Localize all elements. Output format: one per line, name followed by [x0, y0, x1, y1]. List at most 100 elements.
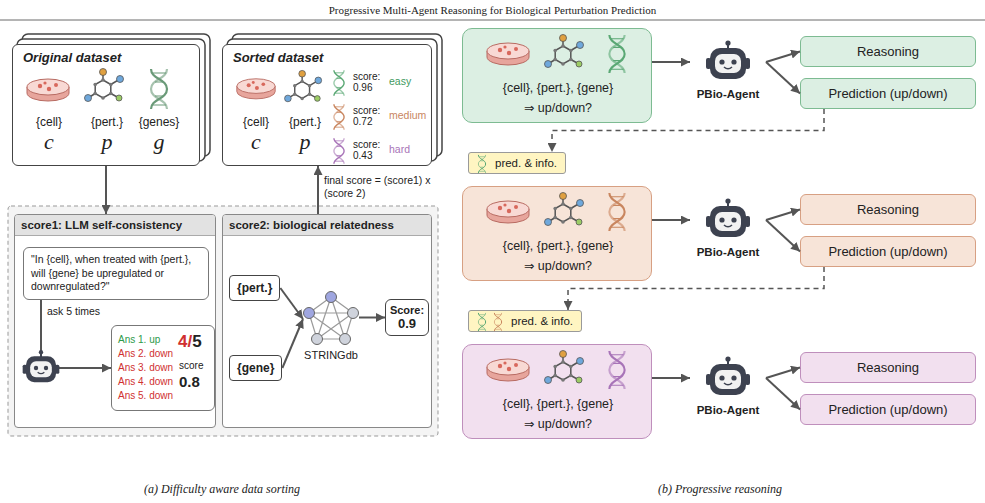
cell-dish-icon	[487, 201, 529, 223]
molecule-icon	[545, 193, 584, 226]
scoring-region	[8, 206, 438, 436]
text-slot: Prediction (up/down)	[809, 244, 967, 259]
cell-dish-icon	[485, 195, 531, 225]
query-text: {cell}, {pert.}, {gene}	[498, 397, 618, 411]
dna-icon	[475, 312, 489, 332]
answers-box: Ans 1. upAns 2. downAns 3. downAns 4. do…	[111, 325, 215, 411]
molecule-icon	[543, 349, 589, 389]
agent-figure: PBio-Agent	[690, 40, 766, 106]
math-symbol: p	[245, 131, 365, 153]
text-slot: score: 0.96	[353, 71, 387, 93]
agent-label: PBio-Agent	[668, 88, 788, 100]
title-slot: Progressive Multi-Agent Reasoning for Bi…	[0, 4, 985, 16]
text-slot: ⇒ up/down?	[498, 416, 618, 431]
text-slot: {cell}, {pert.}, {gene}	[498, 81, 618, 95]
agent-robot-icon	[706, 356, 750, 395]
dna-icon	[331, 103, 347, 131]
text-slot: score: 0.72	[353, 105, 387, 127]
text-slot: Ans 2. down	[118, 348, 173, 359]
text-slot: {gene}	[237, 361, 274, 375]
dna-icon	[491, 312, 505, 332]
output-label: Prediction (up/down)	[809, 402, 967, 417]
dna-icon	[147, 67, 171, 111]
card-title: Sorted dataset	[233, 50, 323, 65]
score-value: score: 0.96	[353, 71, 387, 93]
output-label: Reasoning	[809, 360, 967, 375]
text-slot: hard	[389, 143, 410, 155]
text-slot: {genes}	[99, 115, 219, 129]
text-slot: Reasoning	[809, 44, 967, 59]
math-symbol: p	[47, 131, 167, 153]
query-text: ⇒ up/down?	[498, 416, 618, 431]
cell-dish-icon	[235, 73, 277, 101]
score-value: score: 0.43	[353, 139, 387, 161]
dna-icon	[609, 35, 624, 73]
agent-robot-icon	[704, 198, 752, 242]
text-slot: PBio-Agent	[668, 246, 788, 258]
flow-arrow	[766, 378, 800, 410]
flow-arrow	[766, 368, 800, 379]
answer-text: Ans 5. down	[118, 390, 173, 401]
tag-text: pred. & info.	[511, 315, 573, 327]
cell-dish-icon	[237, 79, 275, 99]
difficulty-tag: medium	[389, 109, 426, 121]
agent-label: PBio-Agent	[668, 246, 788, 258]
agent-robot-icon	[704, 40, 752, 84]
molecule-icon	[543, 191, 589, 231]
molecule-icon	[545, 35, 584, 68]
text-slot: {pert.}	[237, 281, 272, 295]
flow-arrow	[766, 52, 800, 63]
entity-box: {pert.}	[229, 275, 280, 301]
text-slot: STRINGdb	[271, 349, 391, 361]
field-label: {genes}	[99, 115, 219, 129]
math-symbol: g	[99, 131, 219, 153]
text-slot: "In {cell}, when treated with {pert.}, w…	[31, 253, 201, 294]
molecule-icon	[285, 70, 322, 101]
entity-box: {gene}	[229, 355, 282, 381]
panel-header: score2: biological relatedness	[223, 215, 431, 236]
text-slot: {cell}, {pert.}, {gene}	[498, 397, 618, 411]
text-slot: score2: biological relatedness	[223, 215, 431, 236]
label-slot: (a) Difficulty aware data sorting	[22, 482, 422, 497]
text-slot: score	[179, 360, 203, 371]
text-slot: score1: LLM self-consistency	[15, 215, 215, 236]
text-slot: pred. & info.	[511, 315, 573, 327]
cell-dish-icon	[27, 79, 69, 101]
reasoning-box: Reasoning	[800, 352, 976, 383]
flow-arrow	[105, 166, 107, 214]
dna-icon	[334, 70, 344, 95]
molecule-icon	[83, 67, 129, 107]
flow-arrow	[766, 220, 800, 252]
text-slot: pred. & info.	[495, 157, 557, 169]
panel-header: score1: LLM self-consistency	[15, 215, 215, 236]
text-slot: p	[47, 131, 167, 153]
label-slot: final score = (score1) x (score 2)	[324, 174, 442, 200]
dna-icon	[151, 69, 167, 109]
agent-robot-icon	[704, 356, 752, 400]
flow-arrow	[652, 219, 690, 221]
difficulty-tag: easy	[389, 75, 411, 87]
cell-dish-icon	[485, 353, 531, 383]
score-panel: score1: LLM self-consistency "In {cell}, …	[14, 214, 216, 428]
prediction-box: Prediction (up/down)	[800, 394, 976, 425]
score-panel: score2: biological relatedness {pert.} {ge…	[222, 214, 432, 428]
card-title: Original dataset	[23, 50, 121, 65]
text-slot: PBio-Agent	[668, 404, 788, 416]
query-text: ⇒ up/down?	[498, 258, 618, 273]
dna-icon	[609, 351, 624, 389]
score-value: 0.8	[179, 373, 200, 390]
text-slot: ⇒ up/down?	[498, 100, 618, 115]
molecule-icon	[85, 69, 124, 102]
tag-text: pred. & info.	[495, 157, 557, 169]
text-slot: Prediction (up/down)	[809, 402, 967, 417]
label-slot: ask 5 times	[47, 305, 100, 318]
dna-icon	[609, 193, 624, 231]
reasoning-box: Reasoning	[800, 36, 976, 67]
text-slot: Score:	[386, 304, 428, 316]
text-slot: g	[99, 131, 219, 153]
text-slot: Original dataset	[23, 50, 121, 65]
text-slot: PBio-Agent	[668, 88, 788, 100]
molecule-icon	[543, 33, 589, 73]
context-tag: pred. & info.	[468, 152, 566, 174]
math-symbol: c	[196, 131, 316, 153]
